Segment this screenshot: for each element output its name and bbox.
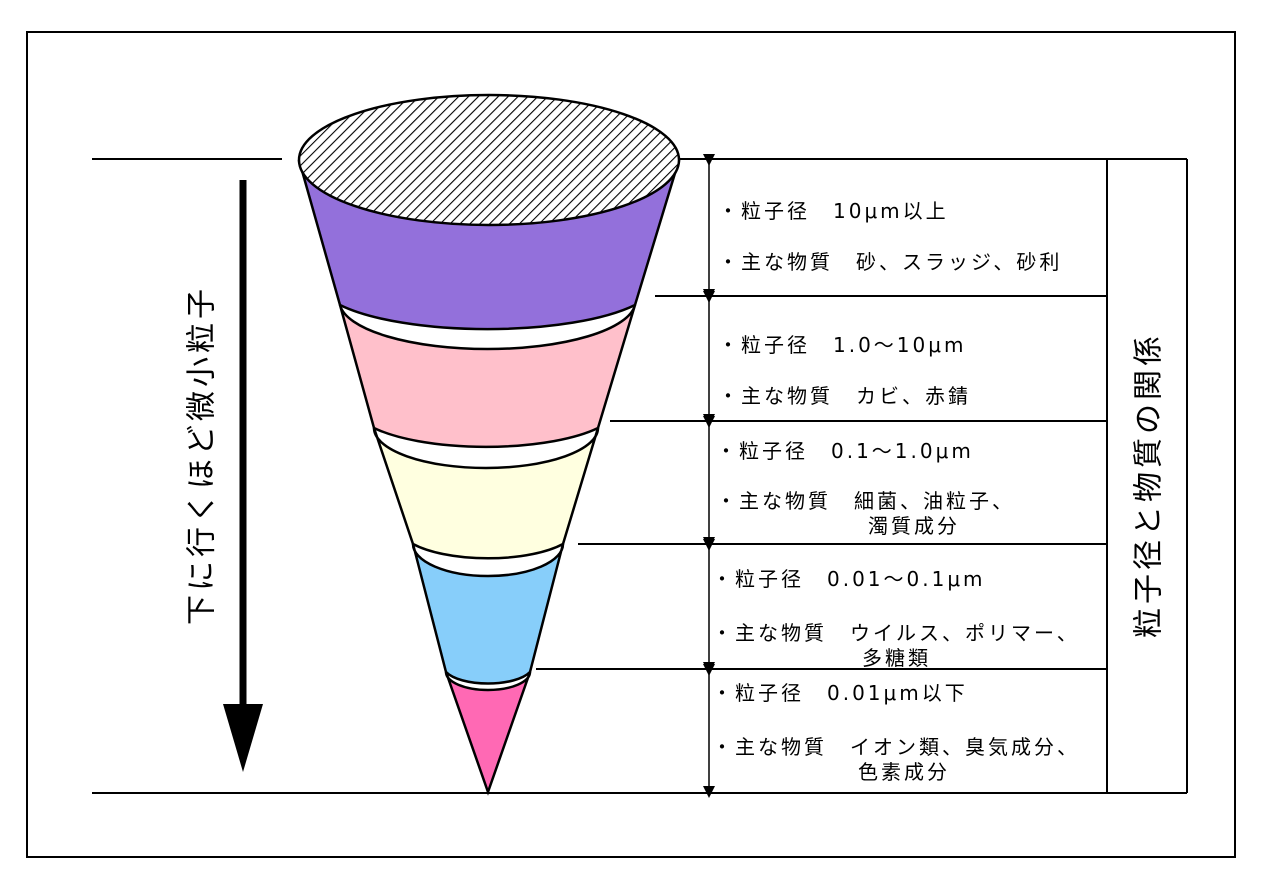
cone-tier-5 [444,671,532,796]
tier-3-size: ・粒子径 0.1～1.0μm [716,439,974,463]
cone-tier-4 [411,543,565,685]
cone [297,93,681,796]
cone-tier-3 [372,427,600,560]
tier-1-material: ・主な物質 砂、スラッジ、砂利 [718,250,1062,274]
tier-3-material-line-1: ・主な物質 細菌、油粒子、 [716,489,1015,513]
cone-tier-2 [338,304,637,449]
tier-1-size: ・粒子径 10μm以上 [718,199,949,223]
right-vertical-label: 粒子径と物質の関係 [1132,332,1167,638]
tier-2-material: ・主な物質 カビ、赤錆 [718,384,971,408]
tier-4-material-line-1: ・主な物質 ウイルス、ポリマー、 [712,621,1080,645]
downward-arrow-head [223,704,263,772]
tier-2-size: ・粒子径 1.0～10μm [718,333,966,357]
tier-4-size: ・粒子径 0.01～0.1μm [712,567,986,591]
tier-3-material-line-2: 濁質成分 [868,514,960,538]
tier-5-material-line-1: ・主な物質 イオン類、臭気成分、 [712,735,1080,759]
tier-descriptions: ・粒子径 10μm以上 ・主な物質 砂、スラッジ、砂利 ・粒子径 1.0～10μ… [712,199,1080,784]
left-vertical-label: 下に行くほど微小粒子 [185,285,220,625]
tier-5-size: ・粒子径 0.01μm以下 [712,681,968,705]
tier-5-material-line-2: 色素成分 [858,760,950,784]
outer-frame [26,31,1236,858]
cone-top-hatched [297,93,681,227]
tier-4-material-line-2: 多糖類 [862,646,931,670]
